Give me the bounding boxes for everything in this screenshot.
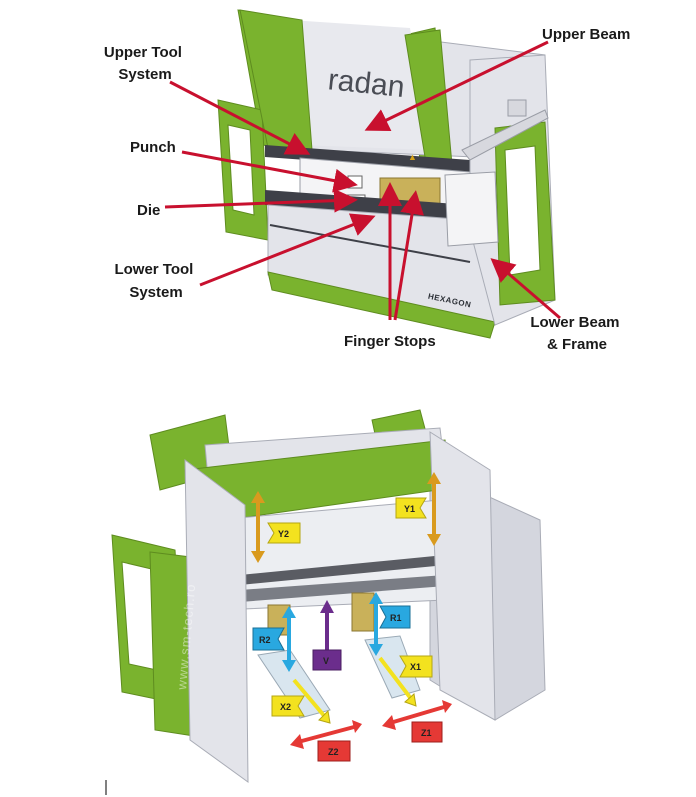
v-arrow-head (320, 600, 334, 613)
tag-v-label: V (323, 656, 329, 666)
x2-arrow (292, 678, 328, 720)
label-upper-beam: Upper Beam (542, 26, 630, 43)
z2-arrow-head-left (290, 734, 304, 749)
tag-v: V (312, 649, 342, 671)
z2-arrow-head-right (352, 720, 362, 733)
tag-z2-label: Z2 (328, 747, 339, 757)
tag-r1: R1 (379, 605, 411, 629)
axis-left-frame-plate (184, 458, 249, 783)
label-die: Die (137, 202, 160, 219)
die-arrow (164, 188, 358, 213)
base-green (267, 271, 496, 339)
z2-arrow (297, 725, 355, 744)
lower-tool-arrow (199, 213, 376, 287)
tag-y2-label: Y2 (278, 529, 289, 539)
z1-arrow (389, 705, 445, 725)
label-finger-stops: Finger Stops (344, 333, 436, 350)
y2-arrow-head-bottom (251, 551, 265, 563)
front-guard-box (444, 171, 499, 247)
safety-arm-post (507, 99, 527, 117)
finger-stop-arrow-right (393, 190, 424, 321)
tag-r2: R2 (252, 627, 285, 651)
r1-arrow-head-top (369, 592, 383, 604)
tag-z1: Z1 (411, 721, 443, 743)
axis-upper-tool-bar (240, 555, 446, 585)
y1-arrow-head-bottom (427, 534, 441, 546)
tag-y1: Y1 (395, 497, 427, 519)
tag-y2: Y2 (267, 522, 301, 544)
tag-x2: X2 (271, 695, 305, 717)
axis-right-frame-plate (429, 431, 496, 721)
lower-beam-groove (269, 224, 471, 263)
punch-arrow (181, 150, 358, 193)
axis-tags: Y1 Y2 R1 R2 V X1 X2 Z1 (252, 497, 443, 762)
r2-arrow-head-bottom (282, 660, 296, 672)
callout-arrows (164, 40, 561, 321)
tag-y1-label: Y1 (404, 504, 415, 514)
r1-arrow-head-bottom (369, 644, 383, 656)
tag-x2-label: X2 (280, 702, 291, 712)
label-punch: Punch (130, 139, 176, 156)
label-upper-tool-system: Upper Tool System (104, 44, 186, 83)
lower-beam-arrow (490, 258, 561, 320)
backgauge-stop-right (351, 592, 375, 632)
upper-beam-arrow (364, 40, 549, 131)
label-lower-tool-system: Lower Tool System (114, 261, 197, 301)
brand-logo: radan (326, 63, 406, 104)
left-side-guard-window (227, 124, 255, 216)
x2-arrow-head (318, 709, 331, 724)
press-brake-machine: radan HEXAGON ▲ (217, 9, 556, 339)
backgauge-slide-right (364, 635, 421, 699)
tag-z2: Z2 (317, 740, 351, 762)
tag-r1-label: R1 (390, 613, 402, 623)
x1-arrow (378, 656, 414, 702)
upper-tool-bar (265, 145, 470, 172)
axis-diagram: www.sm-tech.ro (111, 409, 546, 783)
axis-arrows (251, 472, 452, 749)
x1-arrow-head (404, 693, 417, 707)
y1-arrow-head-top (427, 472, 441, 484)
r2-arrow-head-top (282, 606, 296, 618)
tag-x1: X1 (399, 655, 433, 678)
tag-z1-label: Z1 (421, 728, 432, 738)
safety-arm (461, 109, 549, 161)
z1-arrow-head-left (382, 715, 396, 730)
warning-icon: ▲ (408, 152, 417, 162)
tag-r2-label: R2 (259, 635, 271, 645)
upper-tool-arrow (169, 80, 311, 155)
y2-arrow-head-top (251, 491, 265, 503)
label-lower-beam-frame: Lower Beam & Frame (530, 314, 623, 353)
tag-x1-label: X1 (410, 662, 421, 672)
punch-tool (347, 175, 363, 189)
axis-lower-bar (240, 575, 446, 602)
z1-arrow-head-right (442, 700, 452, 713)
callout-labels: Upper Tool System Punch Die Lower Tool S… (104, 26, 630, 353)
right-side-guard-window (504, 145, 541, 276)
